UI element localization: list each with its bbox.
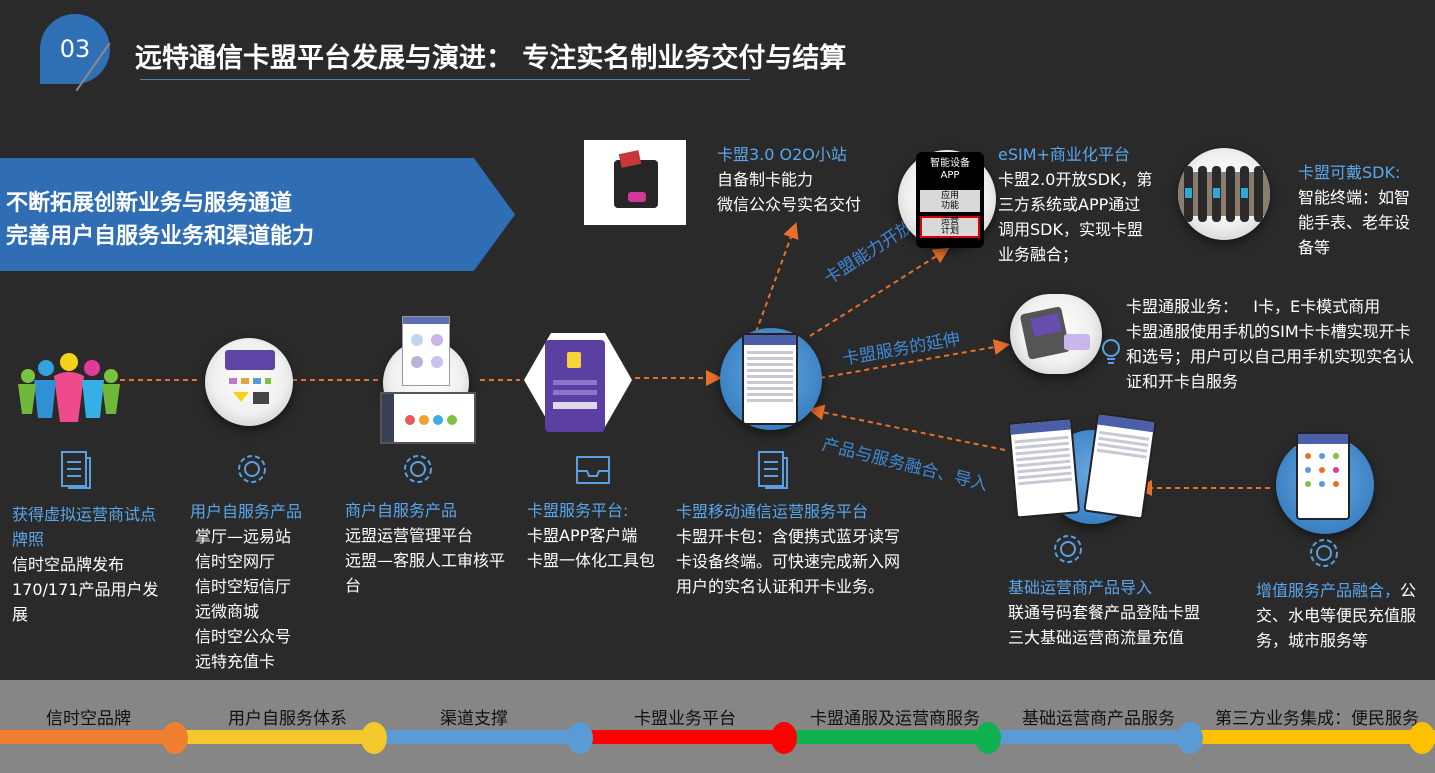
- banner-line-2: 完善用户自服务业务和渠道能力: [6, 224, 315, 249]
- page-title: 远特通信卡盟平台发展与演进： 专注实名制业务交付与结算: [135, 43, 847, 74]
- document-icon: [757, 450, 789, 490]
- app-banner-image: [225, 350, 275, 370]
- timeline-stage-2: 用户自服务体系: [228, 709, 347, 729]
- gear-icon: [1306, 535, 1342, 571]
- timeline-dot-6: [1177, 722, 1203, 754]
- document-icon: [60, 450, 92, 490]
- card-app-screen: [545, 340, 605, 432]
- timeline-segment-1: [0, 730, 174, 744]
- tongfu-circle: [1010, 294, 1102, 374]
- app-grid: [227, 376, 273, 412]
- gear-icon: [234, 451, 270, 487]
- section-number-badge: 03: [40, 14, 110, 84]
- node-mobile-platform-text: 卡盟移动通信运营服务平台 卡盟开卡包：含便携式蓝牙读写 卡设备终端。可快速完成新…: [676, 502, 901, 596]
- basic-operator-text: 基础运营商产品导入 联通号码套餐产品登陆卡盟 三大基础运营商流量充值: [1008, 578, 1201, 647]
- tongfu-text: 卡盟通服业务： I卡，E卡模式商用 卡盟通服使用手机的SIM卡卡槽实现开卡 和选…: [1126, 297, 1415, 391]
- gear-icon: [1050, 531, 1086, 567]
- esim-app-label: 智能设备 APP: [930, 158, 970, 181]
- timeline-stage-1: 信时空品牌: [46, 709, 131, 729]
- value-added-text: 增值服务产品融合，公 交、水电等便民充值服 务，城市服务等: [1256, 581, 1417, 650]
- esim-app-plan: 运营 计划: [920, 216, 980, 238]
- timeline-stage-3: 渠道支撑: [440, 709, 508, 729]
- timeline-segment-7: [1190, 730, 1435, 744]
- merchant-monitor-screen: [380, 392, 476, 444]
- node-merchant-text: 商户自服务产品 远盟运营管理平台 远盟—客服人工审核平 台: [345, 501, 506, 595]
- esim-device: 智能设备 APP 应用 功能 运营 计划: [916, 152, 984, 248]
- banner-arrow: [0, 158, 515, 271]
- value-added-phone: [1296, 432, 1350, 520]
- timeline-segment-5: [784, 730, 988, 744]
- timeline-stage-5: 卡盟通服及运营商服务: [810, 709, 980, 729]
- timeline-segment-3: [374, 730, 580, 744]
- lightbulb-icon: [1100, 337, 1122, 367]
- wearable-text: 卡盟可戴SDK: 智能终端：如智 能手表、老年设 备等: [1298, 163, 1411, 257]
- gear-icon: [400, 451, 436, 487]
- user-service-circle: [205, 338, 293, 426]
- basic-operator-phone-1: [1007, 417, 1081, 519]
- timeline-dot-5: [975, 722, 1001, 754]
- section-number: 03: [59, 35, 91, 63]
- merchant-phone-screen: [402, 316, 450, 386]
- mobile-platform-phone: [742, 333, 798, 425]
- title-underline: [140, 79, 750, 80]
- timeline-dot-2: [361, 722, 387, 754]
- timeline-stage-6: 基础运营商产品服务: [1022, 709, 1175, 729]
- esim-text: eSIM+商业化平台 卡盟2.0开放SDK，第 三方系统或APP通过 调用SDK…: [998, 145, 1153, 264]
- wearable-circle: [1178, 148, 1270, 240]
- node-virtual-operator-text: 获得虚拟运营商试点 牌照 信时空品牌发布 170/171产品用户发 展: [12, 505, 159, 624]
- timeline-segment-4: [580, 730, 784, 744]
- timeline-segment-6: [988, 730, 1190, 744]
- o2o-kit-image: [584, 140, 686, 225]
- timeline-dot-7: [1409, 722, 1435, 754]
- inbox-tray-icon: [573, 453, 613, 487]
- esim-app-function: 应用 功能: [920, 190, 980, 212]
- timeline-stage-4: 卡盟业务平台: [634, 709, 736, 729]
- node-platform-text: 卡盟服务平台: 卡盟APP客户端 卡盟一体化工具包: [527, 501, 656, 570]
- timeline-stage-7: 第三方业务集成：便民服务: [1215, 709, 1419, 729]
- people-logo: [16, 346, 122, 426]
- timeline-segment-2: [174, 730, 374, 744]
- timeline-dot-4: [771, 722, 797, 754]
- banner-line-1: 不断拓展创新业务与服务通道: [6, 191, 293, 216]
- timeline-dot-3: [567, 722, 593, 754]
- node-user-service-text: 用户自服务产品 掌厅—远易站 信时空网厅 信时空短信厅 远微商城 信时空公众号 …: [190, 502, 303, 671]
- o2o-text: 卡盟3.0 O2O小站 自备制卡能力 微信公众号实名交付: [717, 145, 862, 214]
- timeline-dot-1: [162, 722, 188, 754]
